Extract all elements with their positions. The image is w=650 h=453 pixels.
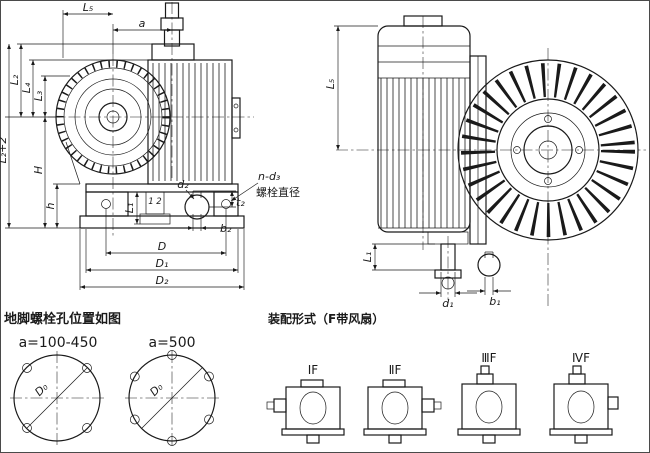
dim-label-L3: L₃ [32, 90, 45, 101]
detail-label-2: 2 [156, 197, 161, 207]
assembly-form-4: ⅣF [549, 351, 619, 444]
foot-bolt-title: 地脚螺栓孔位置如图 [4, 311, 121, 327]
left-view: L₂+2 L₂ L₄ L₃ H h L₅ a D [0, 1, 300, 290]
foot-bolt-diagram-2: a=500 D₀ [125, 335, 219, 446]
dim-label-d1: d₁ [442, 297, 453, 310]
foot-bolt-diagram-1: a=100-450 D₀ [10, 335, 104, 445]
dim-label-D2: D₂ [156, 274, 169, 287]
dim-label-D1: D₁ [156, 257, 169, 270]
bolt-diameter-note: 螺栓直径 [256, 185, 300, 199]
assembly-form-2-label: ⅡF [389, 363, 402, 377]
dim-label-b1: b₁ [489, 295, 500, 308]
dim-label-n-d3: n-d₃ [258, 170, 281, 183]
assembly-form-1-label: ⅠF [308, 363, 319, 377]
dim-label-b2: b₂ [220, 222, 232, 235]
motor-body [377, 15, 471, 233]
assembly-section: 装配形式（F带风扇） ⅠF ⅡF ⅢF [266, 311, 619, 444]
dim-label-L5-left: L₅ [83, 1, 94, 14]
assembly-form-2: ⅡF [363, 363, 442, 444]
assembly-form-3: ⅢF [457, 351, 521, 444]
output-shaft-detail [139, 190, 210, 225]
dim-label-H: H [32, 166, 45, 174]
dim-label-L1-right: L₁ [361, 252, 374, 263]
dim-label-L5-right: L₅ [324, 79, 337, 90]
adapter-flange [469, 55, 487, 245]
dim-label-D: D [158, 240, 166, 253]
bolt-circle-label-1: D₀ [32, 380, 51, 399]
right-view: L₅ L₁ d₁ b₁ [324, 15, 646, 310]
bolt-circle-label-2: D₀ [147, 380, 166, 399]
bottom-output-shaft [427, 231, 501, 290]
assembly-form-1: ⅠF [266, 363, 345, 444]
assembly-form-3-label: ⅢF [481, 351, 496, 365]
foot-bolt-caption-2: a=500 [148, 335, 195, 351]
dim-label-L4: L₄ [20, 82, 33, 93]
worm-shaft [151, 2, 195, 61]
ribbed-gear-body [147, 59, 241, 185]
detail-label-1: 1 [148, 197, 153, 207]
fan-housing [457, 59, 639, 241]
assembly-title: 装配形式（F带风扇） [267, 311, 384, 326]
foot-bolt-caption-1: a=100-450 [19, 335, 98, 351]
bolt-hole-annotation: n-d₃ 螺栓直径 [230, 170, 300, 202]
dim-label-d2: d₂ [177, 178, 189, 191]
dim-label-L2plus2: L₂+2 [0, 137, 9, 164]
right-dimensions: L₅ L₁ d₁ b₁ [324, 25, 511, 310]
foot-bolt-section: 地脚螺栓孔位置如图 a=100-450 D₀ a=500 D₀ [4, 311, 219, 446]
left-dimensions: L₂+2 L₂ L₄ L₃ H h L₅ a D [0, 1, 245, 290]
dim-label-h: h [44, 202, 57, 209]
assembly-form-4-label: ⅣF [572, 351, 590, 365]
dim-label-L2: L₂ [8, 74, 21, 85]
dim-label-t2: t₂ [236, 196, 245, 209]
dim-label-a: a [139, 17, 146, 30]
dim-label-L1: L₁ [123, 203, 136, 214]
